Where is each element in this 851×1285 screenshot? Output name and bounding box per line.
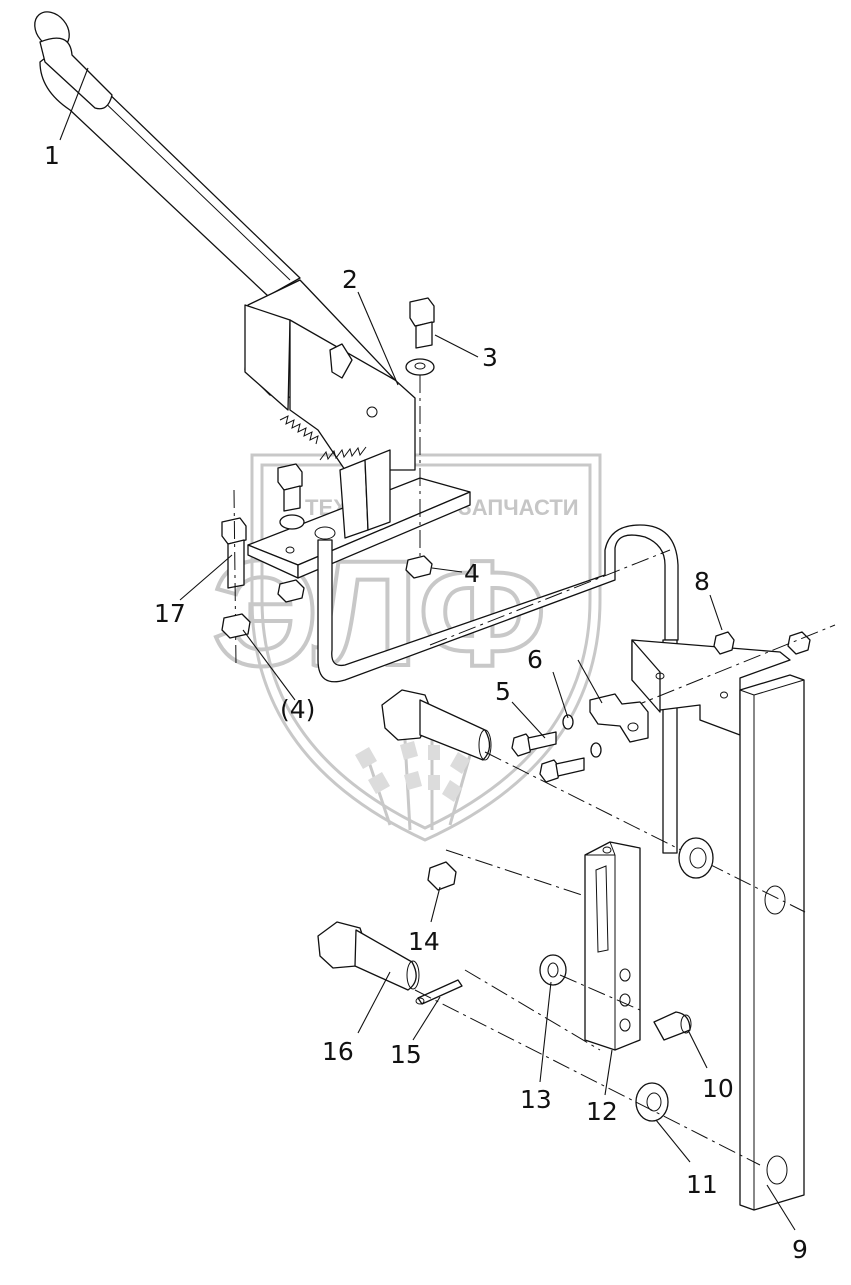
callout-14: 14 xyxy=(408,927,440,956)
callout-11: 11 xyxy=(686,1170,718,1199)
washer-2 xyxy=(405,358,435,376)
callout-8: 8 xyxy=(694,567,710,596)
watermark-wheat-icon xyxy=(355,739,472,831)
brake-rod xyxy=(317,524,679,683)
pin-10 xyxy=(653,1011,692,1041)
washer-11 xyxy=(635,1082,669,1122)
bolt-5b xyxy=(539,757,585,783)
callout-3: 3 xyxy=(482,343,498,372)
callout-4-parenthetical: (4) xyxy=(280,695,315,724)
callout-12: 12 xyxy=(586,1097,618,1126)
washer-ring-upper xyxy=(678,837,714,879)
base-plate xyxy=(247,449,471,579)
nut-8-right xyxy=(787,631,811,655)
callout-17: 17 xyxy=(154,599,186,628)
nut-14 xyxy=(427,861,457,891)
washer-13 xyxy=(539,954,567,986)
nut-4-lower xyxy=(221,613,251,639)
bolt-3 xyxy=(409,297,435,349)
nut-4-left xyxy=(277,579,305,603)
clamp-6 xyxy=(562,693,649,758)
bolt-5 xyxy=(511,731,557,757)
callout-6: 6 xyxy=(527,645,543,674)
nut-8 xyxy=(713,631,735,655)
watermark-company-right: ЗАПЧАСТИ xyxy=(458,495,579,520)
bracket-right xyxy=(631,639,791,736)
callout-13: 13 xyxy=(520,1085,552,1114)
bolt-plate-left xyxy=(277,463,305,530)
callout-15: 15 xyxy=(390,1040,422,1069)
callout-2: 2 xyxy=(342,265,358,294)
callout-10: 10 xyxy=(702,1074,734,1103)
lever-handle xyxy=(34,11,416,471)
lever-12 xyxy=(584,841,641,1051)
callout-5: 5 xyxy=(495,677,511,706)
cotter-pin-15 xyxy=(415,979,463,1005)
nut-4 xyxy=(405,555,433,579)
pin-large-upper xyxy=(381,689,492,761)
leader-lines xyxy=(59,67,796,1231)
pin-16 xyxy=(317,921,420,991)
callout-16: 16 xyxy=(322,1037,354,1066)
callout-4: 4 xyxy=(464,559,480,588)
arm-9 xyxy=(739,674,805,1211)
callout-9: 9 xyxy=(792,1235,808,1264)
ratchet-spring xyxy=(279,343,367,461)
callout-1: 1 xyxy=(44,141,60,170)
